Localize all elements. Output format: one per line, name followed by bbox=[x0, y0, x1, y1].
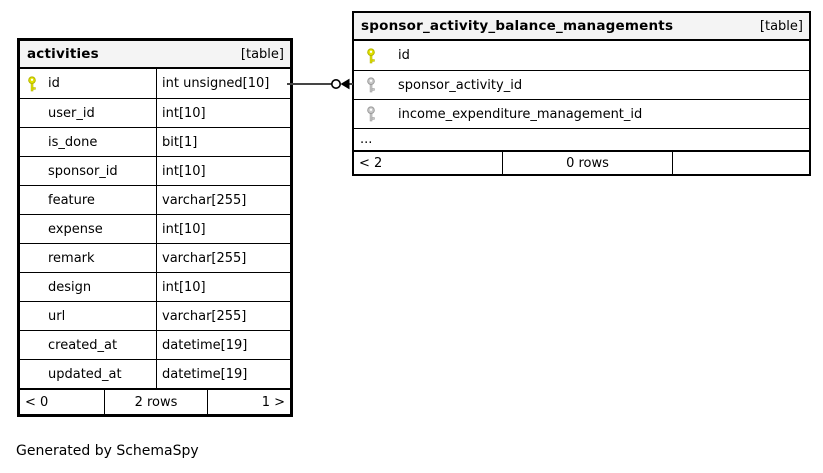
primary-key-icon bbox=[366, 47, 376, 64]
column-name: feature bbox=[48, 192, 95, 208]
no-key-spacer bbox=[27, 192, 37, 208]
column-name: updated_at bbox=[48, 366, 122, 382]
column-name-cell: income_expenditure_management_id bbox=[354, 100, 809, 128]
column-name: url bbox=[48, 308, 66, 324]
no-key-spacer bbox=[27, 250, 37, 266]
table-sabm-header: sponsor_activity_balance_managements [ta… bbox=[354, 13, 809, 41]
column-name: user_id bbox=[48, 105, 95, 121]
no-key-spacer bbox=[27, 221, 37, 237]
column-name: id bbox=[398, 48, 410, 63]
table-sabm-rows: id sponsor_activity_id income_expenditure_… bbox=[354, 41, 809, 128]
no-key-spacer bbox=[27, 163, 37, 179]
column-type: int unsigned[10] bbox=[156, 69, 290, 98]
arrowhead-icon bbox=[340, 78, 350, 90]
no-key-spacer bbox=[27, 308, 37, 324]
relationship-connector bbox=[287, 78, 353, 90]
column-name-cell: user_id bbox=[20, 99, 156, 127]
column-name-cell: remark bbox=[20, 244, 156, 272]
primary-key-icon bbox=[27, 75, 37, 92]
column-type: int[10] bbox=[156, 99, 290, 127]
column-row: expense int[10] bbox=[20, 214, 290, 243]
parents-nav[interactable]: < 2 bbox=[359, 155, 383, 171]
no-key-spacer bbox=[27, 337, 37, 353]
column-row: url varchar[255] bbox=[20, 301, 290, 330]
circle-terminator-icon bbox=[330, 79, 341, 89]
no-key-spacer bbox=[27, 105, 37, 121]
column-row: sponsor_id int[10] bbox=[20, 156, 290, 185]
column-name-cell: sponsor_activity_id bbox=[354, 71, 809, 99]
column-row: id bbox=[354, 41, 809, 70]
column-type: varchar[255] bbox=[156, 244, 290, 272]
row-count: 0 rows bbox=[502, 152, 673, 174]
column-row: feature varchar[255] bbox=[20, 185, 290, 214]
column-row: sponsor_activity_id bbox=[354, 70, 809, 99]
parents-nav[interactable]: < 0 bbox=[25, 394, 49, 410]
column-type: int[10] bbox=[156, 157, 290, 185]
table-type-badge: [table] bbox=[759, 18, 803, 34]
column-type: varchar[255] bbox=[156, 302, 290, 330]
no-key-spacer bbox=[27, 279, 37, 295]
column-name-cell: id bbox=[20, 69, 156, 98]
column-row: income_expenditure_management_id bbox=[354, 99, 809, 128]
column-row: updated_at datetime[19] bbox=[20, 359, 290, 388]
column-name: sponsor_id bbox=[48, 163, 118, 179]
foreign-key-icon bbox=[366, 106, 376, 122]
column-name-cell: is_done bbox=[20, 128, 156, 156]
hidden-columns-ellipsis: ... bbox=[354, 128, 809, 150]
table-activities-header: activities [table] bbox=[20, 41, 290, 69]
column-type: int[10] bbox=[156, 215, 290, 243]
column-type: datetime[19] bbox=[156, 331, 290, 359]
column-name-cell: expense bbox=[20, 215, 156, 243]
column-name-cell: created_at bbox=[20, 331, 156, 359]
column-name-cell: id bbox=[354, 41, 809, 70]
column-name: design bbox=[48, 279, 92, 295]
table-sabm-footer: < 2 0 rows bbox=[354, 150, 809, 174]
column-name: sponsor_activity_id bbox=[398, 77, 523, 93]
column-type: bit[1] bbox=[156, 128, 290, 156]
table-activities-footer: < 0 2 rows 1 > bbox=[20, 388, 290, 414]
column-name: income_expenditure_management_id bbox=[398, 106, 643, 122]
children-nav[interactable] bbox=[673, 152, 809, 174]
column-name: id bbox=[48, 76, 60, 91]
column-name: is_done bbox=[48, 134, 98, 150]
column-row: id int unsigned[10] bbox=[20, 69, 290, 98]
column-name: created_at bbox=[48, 337, 118, 353]
column-name: remark bbox=[48, 250, 95, 266]
column-name-cell: sponsor_id bbox=[20, 157, 156, 185]
column-row: remark varchar[255] bbox=[20, 243, 290, 272]
column-row: design int[10] bbox=[20, 272, 290, 301]
column-type: varchar[255] bbox=[156, 186, 290, 214]
table-name[interactable]: sponsor_activity_balance_managements bbox=[361, 18, 674, 34]
table-type-badge: [table] bbox=[240, 46, 284, 62]
column-row: user_id int[10] bbox=[20, 98, 290, 127]
column-name-cell: feature bbox=[20, 186, 156, 214]
table-name[interactable]: activities bbox=[27, 46, 99, 62]
column-type: datetime[19] bbox=[156, 360, 290, 388]
column-type: int[10] bbox=[156, 273, 290, 301]
column-name-cell: design bbox=[20, 273, 156, 301]
column-name-cell: updated_at bbox=[20, 360, 156, 388]
column-row: is_done bit[1] bbox=[20, 127, 290, 156]
foreign-key-icon bbox=[366, 77, 376, 93]
table-activities-rows: id int unsigned[10] user_id int[10] is_done b… bbox=[20, 69, 290, 388]
row-count: 2 rows bbox=[104, 390, 208, 414]
no-key-spacer bbox=[27, 134, 37, 150]
table-sponsor-activity-balance-managements: sponsor_activity_balance_managements [ta… bbox=[352, 11, 811, 176]
column-name: expense bbox=[48, 221, 103, 237]
no-key-spacer bbox=[27, 366, 37, 382]
generated-by-note: Generated by SchemaSpy bbox=[16, 443, 199, 459]
column-name-cell: url bbox=[20, 302, 156, 330]
children-nav[interactable]: 1 > bbox=[261, 394, 285, 410]
column-row: created_at datetime[19] bbox=[20, 330, 290, 359]
